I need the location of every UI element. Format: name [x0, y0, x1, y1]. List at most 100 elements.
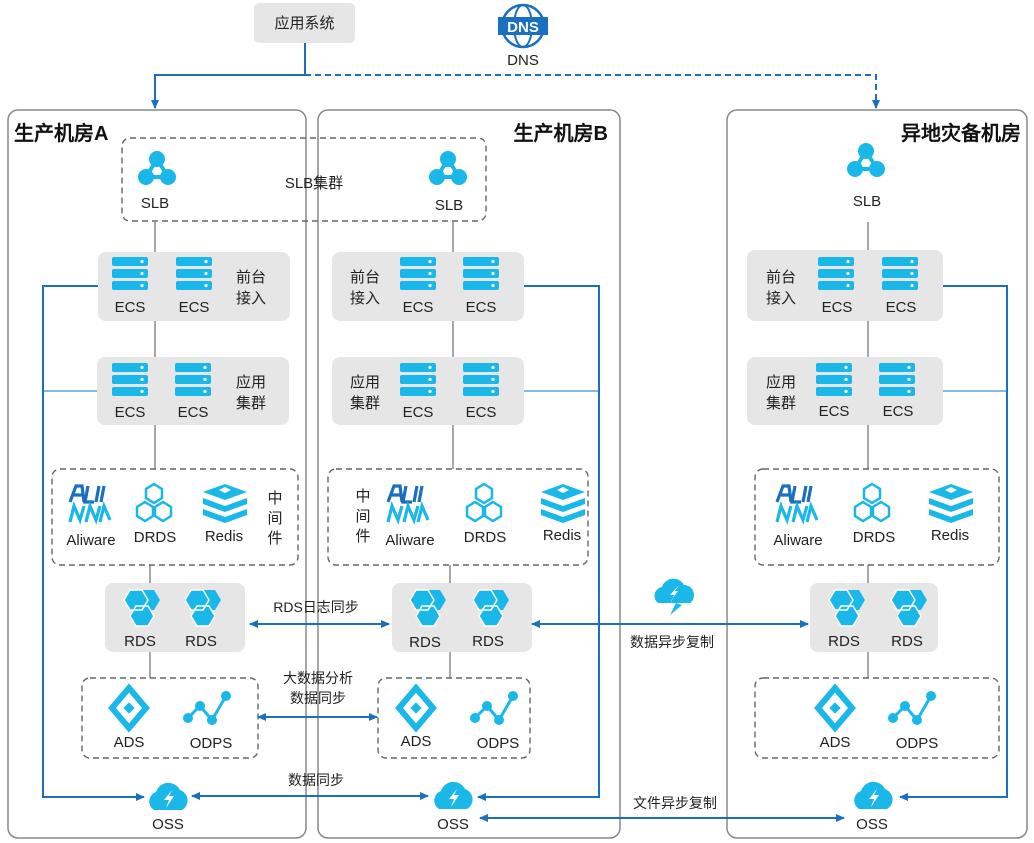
- ecs-icon: [816, 363, 852, 396]
- app-to-dr-dashed-arrow: [305, 74, 880, 109]
- aliware-icon: [386, 484, 430, 524]
- app-to-room-a-arrow: [151, 43, 306, 109]
- ecs-icon: [463, 257, 499, 290]
- middleware-label-2: 间: [267, 510, 282, 527]
- odps-label: ODPS: [477, 735, 520, 752]
- data-async-copy-label: 数据异步复制: [630, 634, 714, 650]
- middleware-label-1: 中: [355, 488, 370, 505]
- oss-label: OSS: [856, 816, 888, 833]
- rds-label: RDS: [124, 633, 156, 650]
- slb-a-label: SLB: [141, 195, 169, 212]
- room-b-border: [317, 109, 621, 839]
- rds-label: RDS: [185, 633, 217, 650]
- room-b-title: 生产机房B: [514, 121, 608, 145]
- odps-label: ODPS: [190, 735, 233, 752]
- rds-label: RDS: [472, 633, 504, 650]
- app-label-line1: 应用: [766, 373, 796, 391]
- aliware-icon: [775, 484, 819, 524]
- ecs-icon: [176, 257, 212, 290]
- rds-label: RDS: [828, 633, 860, 650]
- ecs-icon: [818, 257, 854, 290]
- aliware-label: Aliware: [66, 532, 115, 549]
- aliware-icon: [68, 484, 112, 524]
- room-dr-title: 异地灾备机房: [901, 121, 1021, 145]
- redis-icon: [929, 484, 973, 523]
- drds-icon: [853, 482, 891, 523]
- drds-icon: [465, 482, 503, 523]
- ecs-label: ECS: [115, 404, 146, 421]
- ecs-icon: [400, 363, 436, 396]
- slb-b-label: SLB: [435, 197, 463, 214]
- middleware-box-b: [327, 468, 589, 566]
- ecs-label: ECS: [403, 299, 434, 316]
- redis-icon: [203, 484, 247, 523]
- app-label-line1: 应用: [350, 373, 380, 391]
- drds-icon: [135, 482, 173, 523]
- front-label-line1: 前台: [350, 269, 380, 286]
- oss-label: OSS: [437, 816, 469, 833]
- ecs-label: ECS: [178, 404, 209, 421]
- ads-label: ADS: [820, 734, 851, 751]
- middleware-label-3: 件: [355, 528, 370, 545]
- aliware-label: Aliware: [773, 532, 822, 549]
- room-a-border: [7, 109, 307, 839]
- odps-label: ODPS: [896, 735, 939, 752]
- drds-label: DRDS: [134, 529, 177, 546]
- redis-label: Redis: [205, 528, 243, 545]
- ecs-label: ECS: [466, 404, 497, 421]
- room-dr-border: [726, 109, 1028, 839]
- file-async-copy-label: 文件异步复制: [633, 795, 717, 811]
- vertical-connectors: [149, 222, 869, 678]
- redis-label: Redis: [543, 527, 581, 544]
- ads-icon: [818, 688, 852, 728]
- ecs-icon: [879, 363, 915, 396]
- oss-label: OSS: [152, 816, 184, 833]
- ecs-label: ECS: [819, 403, 850, 420]
- redis-icon: [541, 484, 585, 523]
- ecs-icon: [463, 363, 499, 396]
- room-a-to-oss-line: [42, 285, 145, 801]
- middleware-label-3: 件: [267, 530, 282, 547]
- bigdata-box-b: [377, 677, 531, 759]
- slb-cluster-label: SLB集群: [285, 175, 343, 192]
- cloud-sync-icon: [654, 578, 694, 615]
- front-label-line1: 前台: [236, 269, 266, 286]
- dns-icon: DNS: [498, 3, 548, 49]
- aliware-label: Aliware: [385, 532, 434, 549]
- oss-icon: [854, 781, 893, 809]
- odps-icon: [468, 689, 520, 727]
- ads-icon: [112, 688, 146, 728]
- middleware-label-2: 间: [355, 508, 370, 525]
- front-label-line1: 前台: [766, 269, 796, 286]
- middleware-box-a: [51, 468, 299, 566]
- dns-logo-text: DNS: [507, 19, 539, 36]
- ecs-icon: [400, 257, 436, 290]
- middleware-box-dr: [754, 468, 1000, 566]
- redis-label: Redis: [931, 527, 969, 544]
- rds-label: RDS: [409, 634, 441, 651]
- slb-dr-label: SLB: [853, 193, 881, 210]
- ecs-label: ECS: [466, 299, 497, 316]
- ads-label: ADS: [401, 733, 432, 750]
- oss-icon: [434, 781, 473, 809]
- bigdata-label-line2: 数据同步: [290, 690, 346, 706]
- app-system-label: 应用系统: [274, 14, 334, 32]
- bigdata-label-line1: 大数据分析: [283, 670, 353, 686]
- ecs-label: ECS: [822, 299, 853, 316]
- app-label-line1: 应用: [236, 373, 266, 391]
- rds-label: RDS: [891, 633, 923, 650]
- rds-log-sync-label: RDS日志同步: [273, 599, 359, 615]
- slb-b-icon: [427, 149, 469, 187]
- room-dr-to-oss-line: [899, 285, 1008, 801]
- app-label-line2: 集群: [236, 395, 266, 412]
- bigdata-box-dr: [754, 677, 1000, 759]
- ecs-label: ECS: [115, 299, 146, 316]
- front-label-line2: 接入: [350, 290, 380, 307]
- ecs-icon: [175, 363, 211, 396]
- ecs-label: ECS: [403, 404, 434, 421]
- dns-label: DNS: [507, 52, 539, 69]
- app-system-box: [254, 3, 355, 43]
- odps-icon: [181, 689, 233, 727]
- middleware-label-1: 中: [267, 490, 282, 507]
